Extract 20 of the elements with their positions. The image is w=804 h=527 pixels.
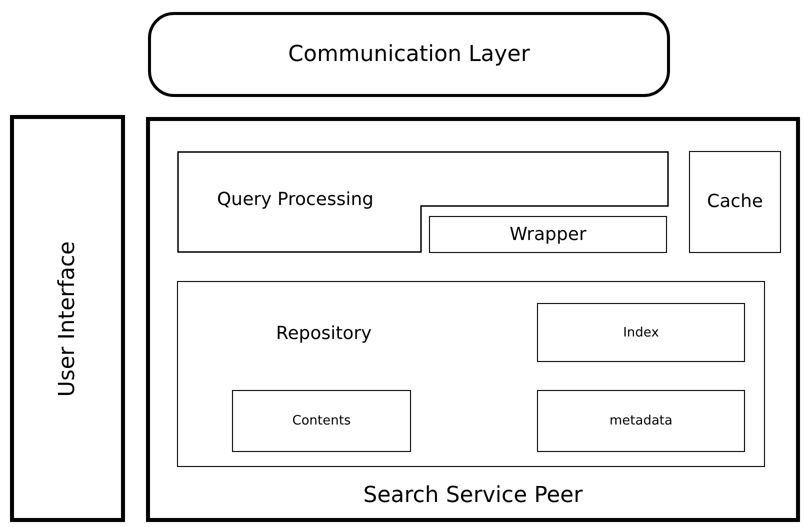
box-label: Contents: [292, 414, 351, 428]
box-label: User Interface: [56, 240, 78, 396]
box-label: Repository: [276, 325, 372, 343]
box-label: Cache: [707, 193, 763, 211]
box-label: metadata: [610, 414, 672, 428]
repository-box: [177, 281, 765, 467]
interface-panel: [10, 115, 125, 522]
data-box: [537, 303, 745, 362]
module-box: [429, 216, 667, 253]
layer-box: [148, 12, 670, 97]
data-box: [232, 390, 411, 452]
module-box: [689, 151, 781, 253]
module-box: [177, 151, 669, 253]
data-box: [537, 390, 745, 452]
box-label: Wrapper: [510, 226, 586, 244]
box-label: Index: [623, 326, 659, 339]
box-label: Search Service Peer: [363, 485, 583, 507]
box-label: Communication Layer: [288, 44, 530, 66]
box-label: Query Processing: [217, 191, 374, 209]
peer-container: [146, 117, 800, 522]
